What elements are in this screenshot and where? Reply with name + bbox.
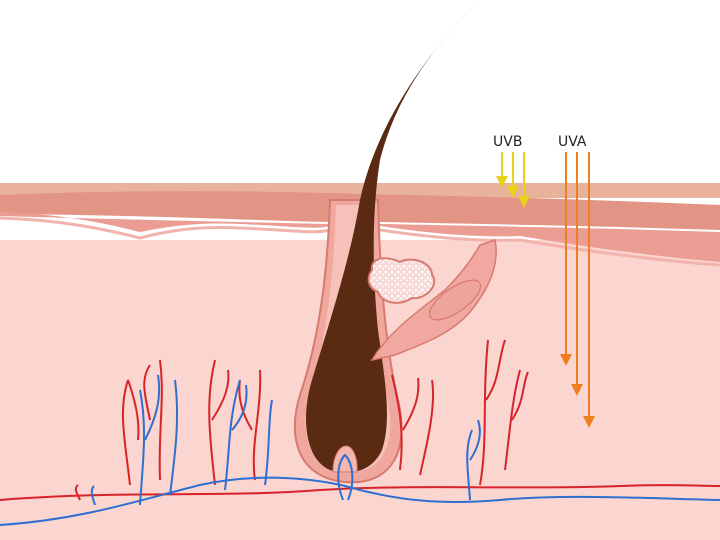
basal-layer-line	[0, 216, 720, 267]
artery-network	[0, 339, 720, 501]
hair-shaft	[306, 2, 478, 473]
arrector-pili-muscle	[370, 239, 497, 362]
epidermis-inner	[0, 212, 720, 262]
uvb-rays: UVB	[493, 134, 530, 208]
vein-network	[0, 374, 720, 526]
uva-label: UVA	[558, 134, 587, 150]
arrector-pili-belly	[428, 279, 482, 321]
uvb-label: UVB	[493, 134, 522, 150]
sebaceous-gland	[367, 257, 436, 304]
uva-rays: UVA	[558, 134, 595, 428]
